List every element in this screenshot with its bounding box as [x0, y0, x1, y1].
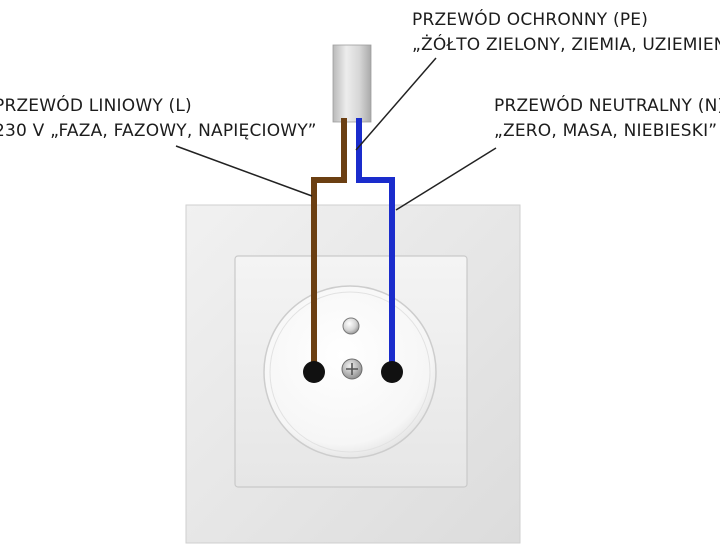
neutral-label-desc: „ZERO, MASA, NIEBIESKI” [494, 121, 718, 141]
neutral-wire [356, 118, 395, 368]
line-conductor-label: PRZEWÓD LINIOWY (L) 230 V „FAZA, FAZOWY,… [0, 94, 317, 144]
neutral-label-title: PRZEWÓD NEUTRALNY (N) [494, 96, 720, 116]
leader-line-line [175, 145, 313, 197]
protective-label-desc: „ŻÓŁTO ZIELONY, ZIEMIA, UZIEMIENIE” [412, 35, 720, 55]
line-label-desc: 230 V „FAZA, FAZOWY, NAPIĘCIOWY” [0, 121, 317, 141]
leader-line-neutral [395, 147, 497, 211]
protective-label-title: PRZEWÓD OCHRONNY (PE) [412, 10, 649, 30]
earth-pin [342, 317, 360, 335]
line-label-title: PRZEWÓD LINIOWY (L) [0, 96, 192, 116]
screw-slot [346, 363, 358, 375]
live-contact-hole [303, 361, 325, 383]
neutral-contact-hole [381, 361, 403, 383]
neutral-conductor-label: PRZEWÓD NEUTRALNY (N) „ZERO, MASA, NIEBI… [494, 94, 720, 144]
leader-line-protective [355, 57, 437, 151]
protective-conductor-label: PRZEWÓD OCHRONNY (PE) „ŻÓŁTO ZIELONY, ZI… [412, 8, 720, 58]
line-wire [311, 118, 347, 368]
cable-sheath [332, 44, 372, 123]
